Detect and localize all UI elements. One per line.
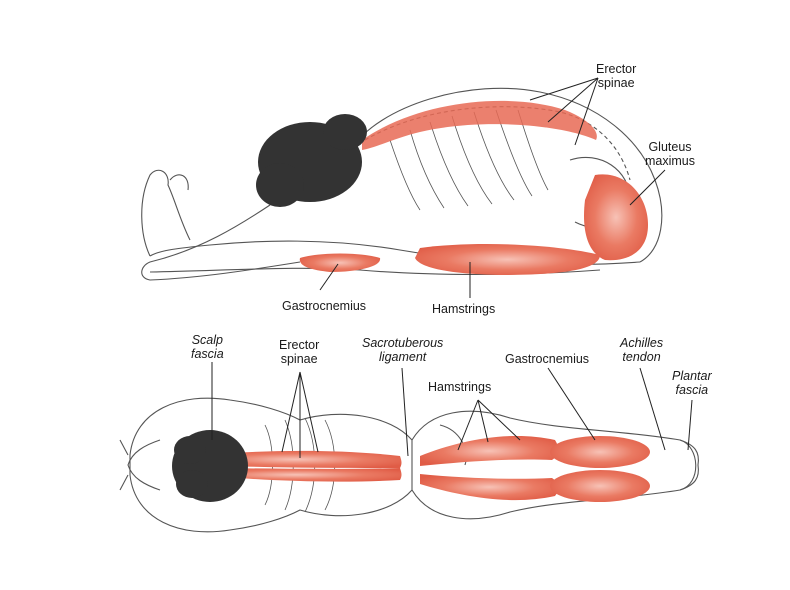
label-line: maximus	[645, 154, 696, 168]
label-line: fascia	[675, 383, 709, 397]
label-gastrocnemius-top: Gastrocnemius	[505, 352, 589, 366]
label-hamstrings-top: Hamstrings	[428, 380, 491, 394]
label-line: Gluteus	[648, 140, 692, 154]
arm-outline	[141, 204, 301, 281]
label-line: Gastrocnemius	[505, 352, 590, 366]
hamstrings-muscle-top-upper	[420, 435, 559, 466]
gastrocnemius-muscle-top-lower	[550, 470, 650, 502]
gastrocnemius-muscle-side	[299, 253, 381, 272]
side-view-muscles	[299, 100, 648, 275]
feet-outline	[141, 169, 191, 257]
top-view-muscles	[190, 435, 650, 502]
label-erector-spinae-top: Erector spinae	[279, 338, 319, 366]
hamstrings-muscle-top-lower	[420, 474, 559, 501]
label-gastrocnemius-side: Gastrocnemius	[282, 299, 366, 313]
label-line: Hamstrings	[432, 302, 496, 316]
label-line: ligament	[379, 350, 427, 364]
label-line: Achilles	[620, 336, 664, 350]
label-sacrotuberous-ligament: Sacrotuberous ligament	[362, 336, 443, 364]
label-erector-spinae-side: Erector spinae	[596, 62, 636, 90]
torso-outline-top	[129, 397, 413, 533]
erector-spinae-muscle-side	[362, 100, 597, 150]
label-line: Scalp	[191, 333, 223, 347]
top-leader-lines	[211, 362, 693, 458]
label-line: tendon	[622, 350, 661, 364]
label-line: spinae	[597, 76, 635, 90]
label-line: Hamstrings	[428, 380, 492, 394]
label-line: Gastrocnemius	[282, 299, 367, 313]
label-plantar-fascia: Plantar fascia	[672, 369, 712, 397]
hamstrings-muscle-side	[415, 244, 600, 275]
back-outline	[349, 87, 663, 263]
side-view-figure	[141, 87, 663, 281]
label-achilles-tendon: Achilles tendon	[620, 336, 663, 364]
hair-top	[172, 430, 248, 502]
gastrocnemius-muscle-top-upper	[550, 436, 650, 468]
label-line: spinae	[280, 352, 318, 366]
label-scalp-fascia: Scalp fascia	[191, 333, 224, 361]
label-line: Plantar	[672, 369, 712, 383]
label-line: Erector	[596, 62, 637, 76]
legs-outline-top	[411, 410, 697, 520]
gluteus-maximus-muscle	[584, 174, 648, 261]
label-hamstrings-side: Hamstrings	[432, 302, 495, 316]
label-line: Erector	[279, 338, 320, 352]
hair-side	[256, 114, 367, 207]
label-line: Sacrotuberous	[362, 336, 444, 350]
label-line: fascia	[191, 347, 224, 361]
side-leader-lines	[319, 77, 666, 298]
label-gluteus-maximus: Gluteus maximus	[645, 140, 695, 168]
